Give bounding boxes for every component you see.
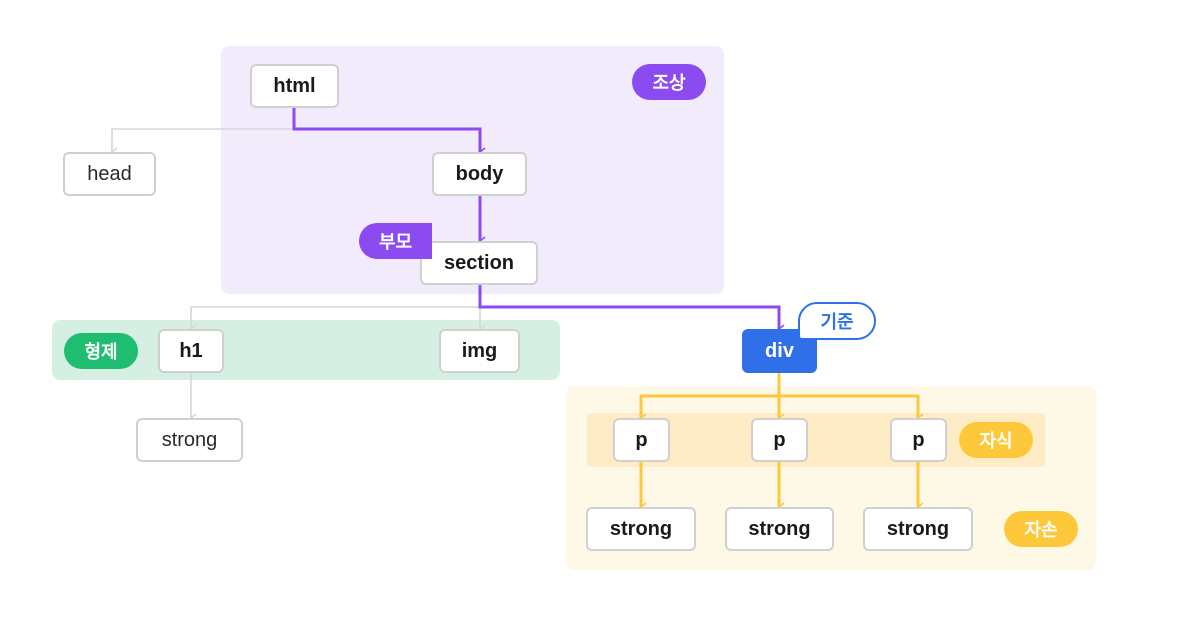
badge-reference: 기준 bbox=[798, 302, 876, 340]
link-section-div bbox=[478, 285, 785, 334]
link-div-p1 bbox=[639, 373, 781, 423]
node-body: body bbox=[432, 152, 527, 196]
node-section: section bbox=[420, 241, 538, 285]
link-html-head bbox=[110, 128, 294, 157]
node-strong-1: strong bbox=[586, 507, 696, 551]
node-img: img bbox=[439, 329, 520, 373]
node-strong-3: strong bbox=[863, 507, 973, 551]
badge-ancestor: 조상 bbox=[632, 64, 706, 100]
node-p-3: p bbox=[890, 418, 947, 462]
link-html-body bbox=[292, 108, 486, 157]
node-h1: h1 bbox=[158, 329, 224, 373]
badge-sibling: 형제 bbox=[64, 333, 138, 369]
badge-descendant: 자손 bbox=[1004, 511, 1078, 547]
link-div-p3 bbox=[777, 373, 924, 423]
node-html: html bbox=[250, 64, 339, 108]
node-p-1: p bbox=[613, 418, 670, 462]
node-strong-2: strong bbox=[725, 507, 834, 551]
node-head: head bbox=[63, 152, 156, 196]
badge-child: 자식 bbox=[959, 422, 1033, 458]
badge-parent: 부모 bbox=[359, 223, 432, 259]
node-strong-under-h1: strong bbox=[136, 418, 243, 462]
node-p-2: p bbox=[751, 418, 808, 462]
link-section-h1 bbox=[189, 306, 480, 334]
